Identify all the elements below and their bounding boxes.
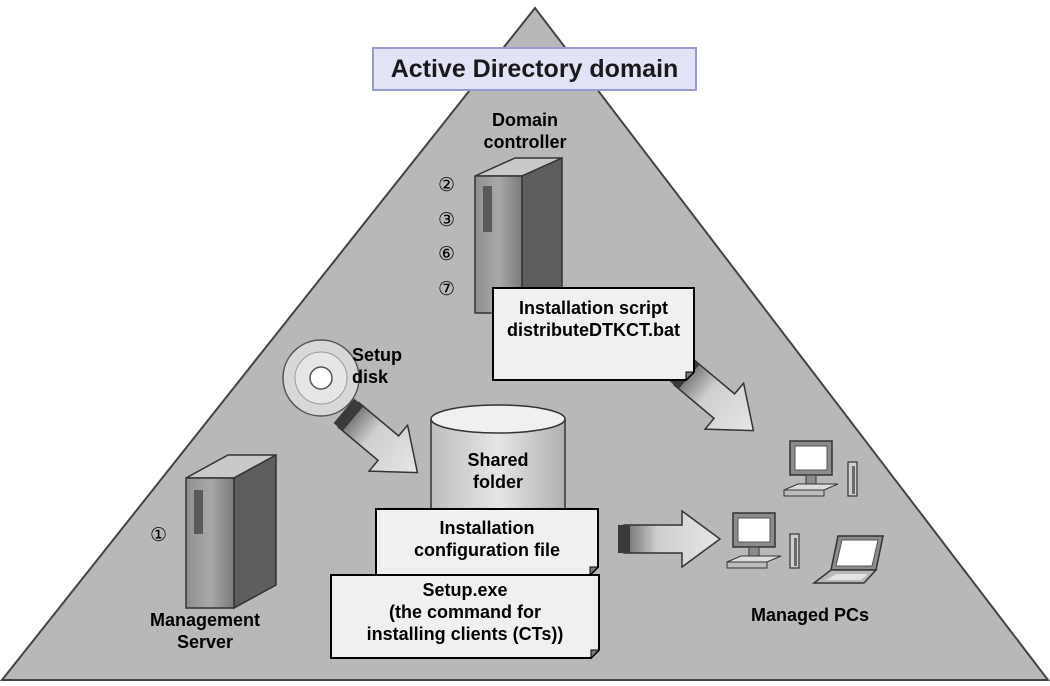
setup-disk-label-line1: Setup	[352, 345, 403, 365]
installation-script-line2: distributeDTKCT.bat	[507, 319, 680, 340]
installation-config-line1: Installation	[439, 518, 535, 538]
installation-script-line1: Installation script	[518, 298, 669, 318]
installation-config-text: Installation configuration file	[376, 518, 598, 562]
setup-disk-label-line2: disk	[352, 366, 389, 387]
diagram-title: Active Directory domain	[372, 47, 697, 91]
diagram-title-text: Active Directory domain	[390, 54, 679, 83]
installation-script-note	[492, 287, 696, 382]
step-number: ①	[150, 524, 168, 546]
management-server-icon	[185, 453, 277, 610]
desktop-pc-icon	[783, 440, 858, 497]
step-number: ⑥	[438, 243, 456, 265]
step-number: ⑦	[438, 278, 456, 300]
management-server-label-line1: Management	[149, 610, 261, 630]
installation-config-note	[375, 508, 600, 577]
managed-pcs-label: Managed PCs	[750, 605, 870, 625]
installation-config-line2: configuration file	[414, 539, 560, 560]
desktop-pc-icon	[726, 512, 800, 569]
shared-folder-label-line2: folder	[472, 471, 523, 492]
step-number: ③	[438, 209, 456, 231]
domain-controller-label-line2: controller	[483, 131, 567, 152]
arrow-config-to-pcs	[618, 509, 722, 569]
domain-controller-label: Domain controller	[450, 110, 600, 154]
management-server-label: Management Server	[130, 610, 280, 654]
installation-script-text: Installation script distributeDTKCT.bat	[493, 298, 694, 342]
arrow-disk-to-folder	[333, 398, 419, 474]
setup-exe-line2: (the command for	[388, 601, 541, 622]
setup-exe-text: Setup.exe (the command for installing cl…	[331, 580, 599, 646]
setup-exe-line3: installing clients (CTs))	[366, 623, 564, 644]
laptop-icon	[811, 535, 884, 584]
setup-disk-label: Setup disk	[352, 345, 422, 389]
cd-disk-icon	[282, 339, 360, 417]
step-number: ②	[438, 174, 456, 196]
shared-folder-label-line1: Shared	[467, 450, 529, 470]
shared-folder-label: Shared folder	[431, 450, 565, 494]
management-server-label-line2: Server	[176, 631, 234, 652]
domain-controller-label-line1: Domain	[491, 110, 558, 130]
setup-exe-note	[330, 574, 601, 660]
setup-exe-line1: Setup.exe	[422, 580, 508, 600]
